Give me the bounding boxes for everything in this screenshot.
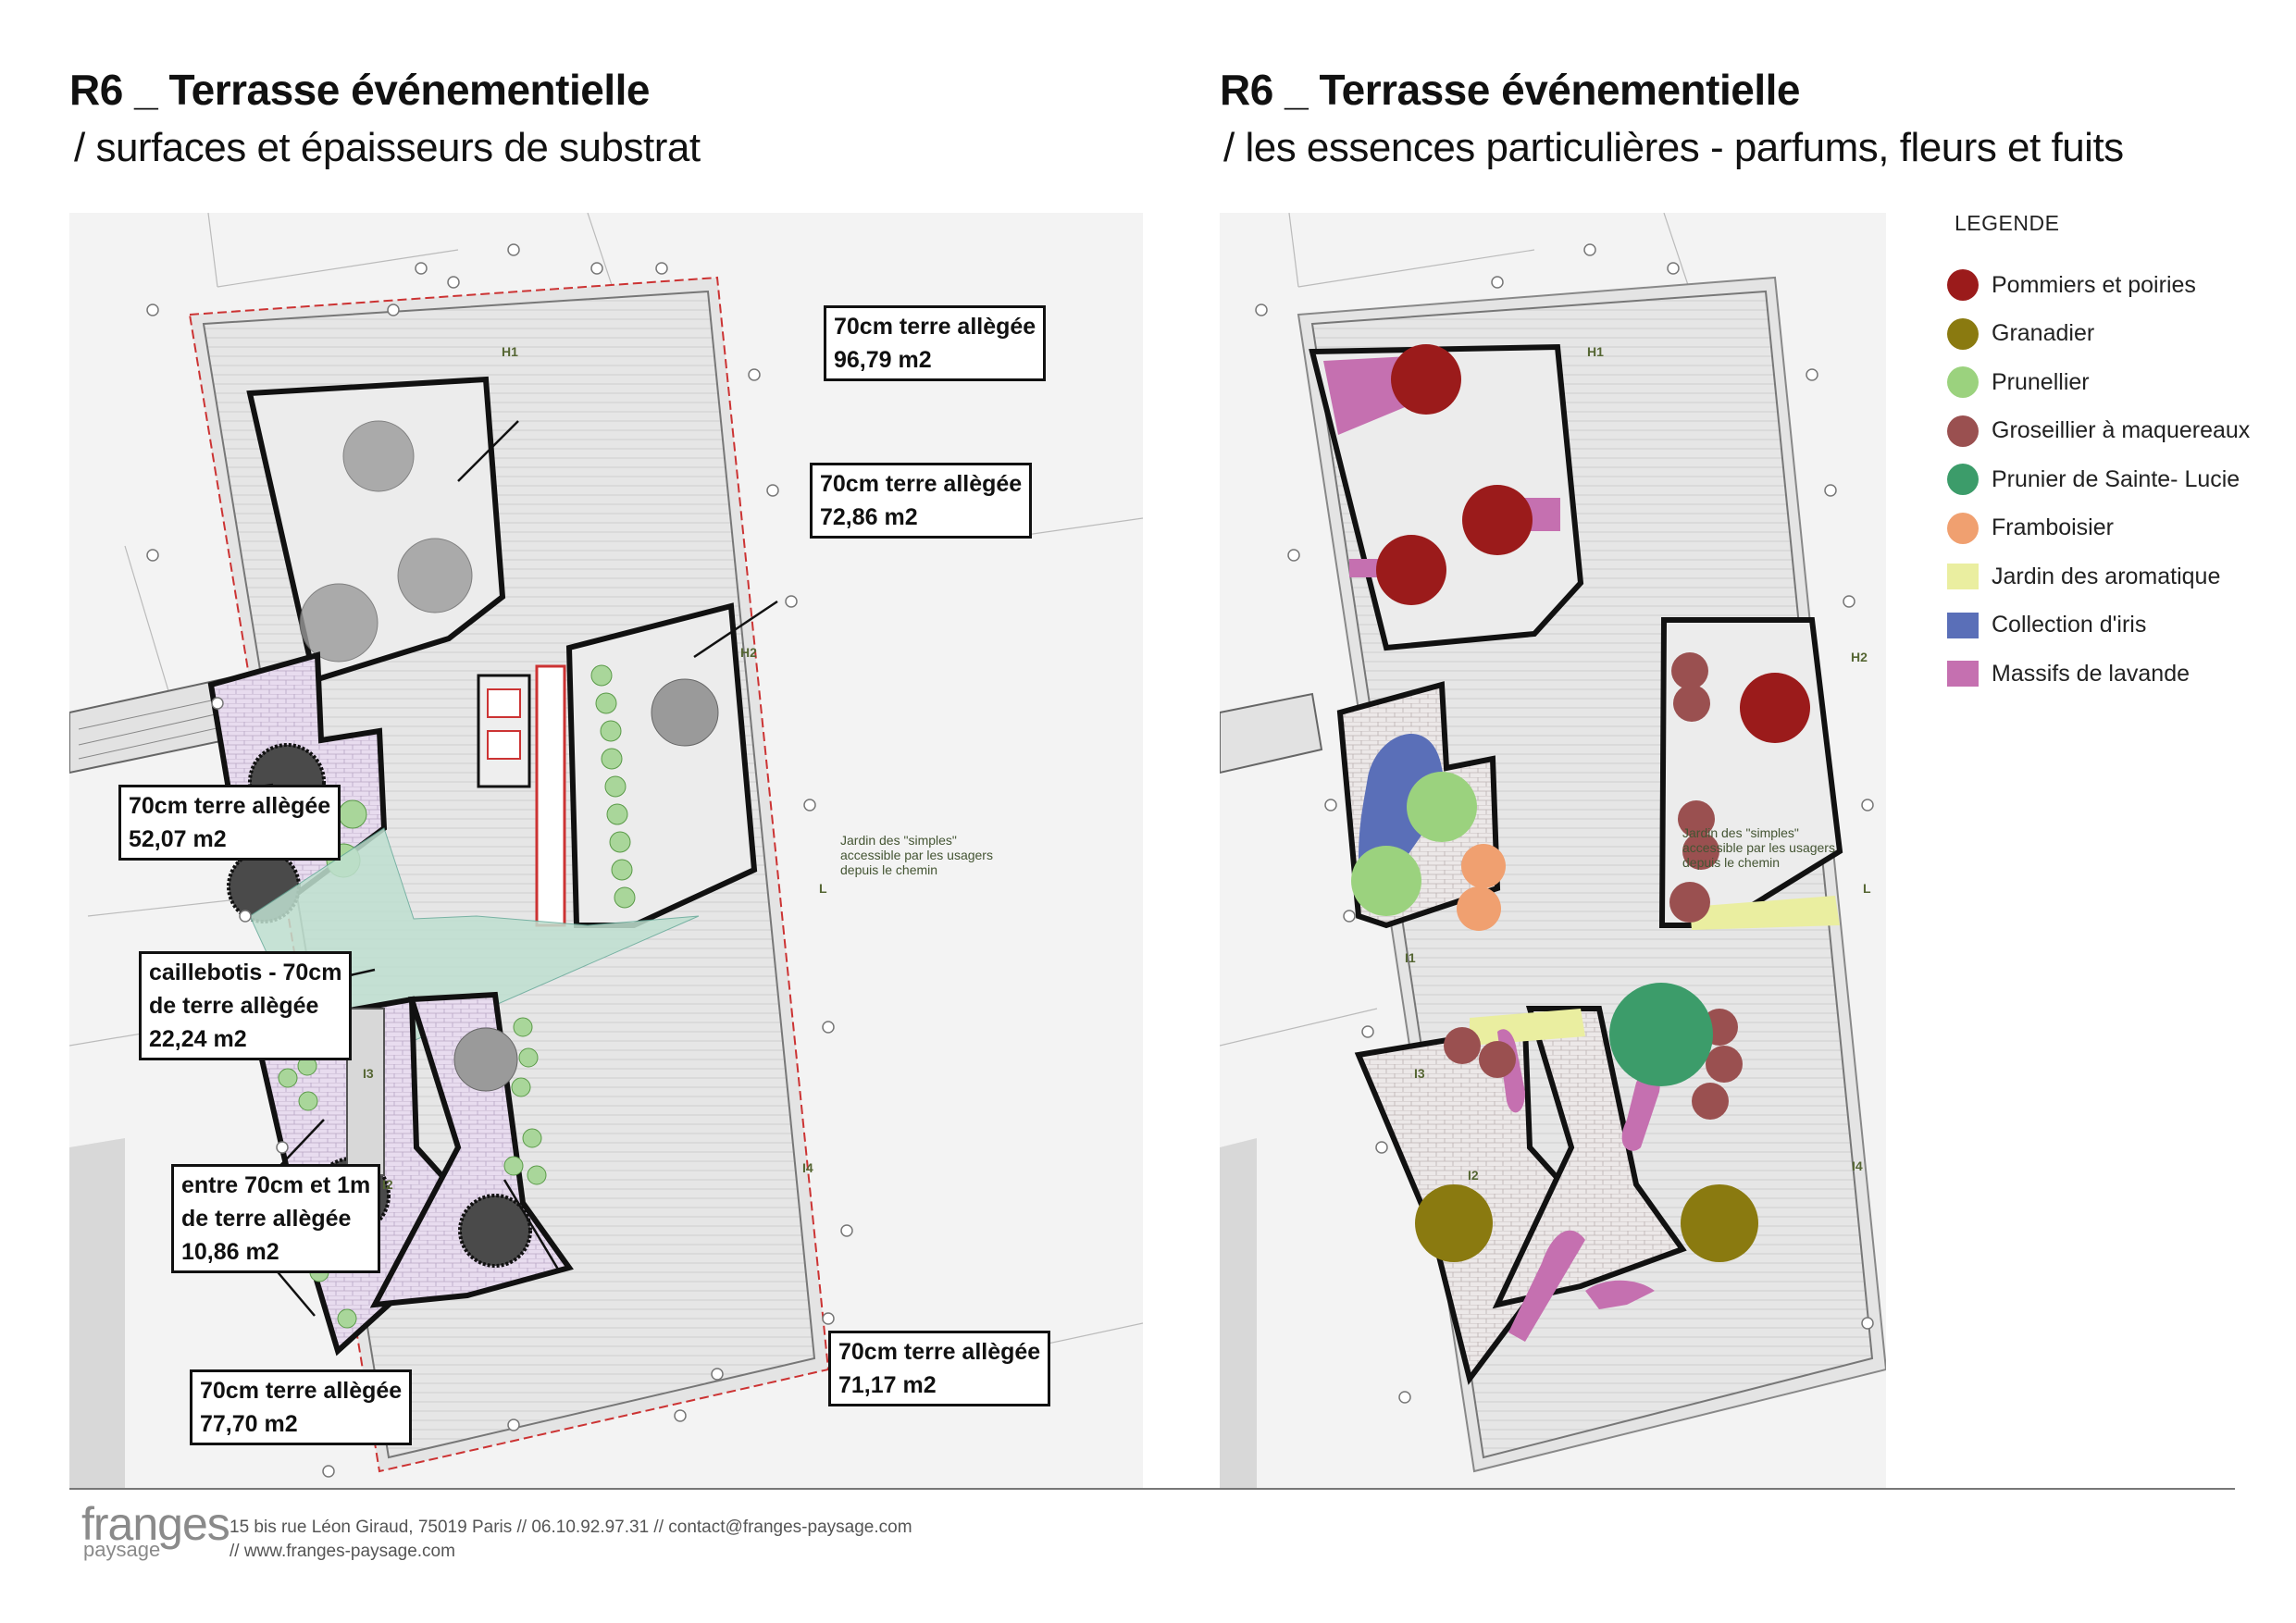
plan-label-i3: I3 [363,1066,374,1081]
legend-swatch [1947,612,1979,638]
plan-label-l: L [819,881,827,896]
legend-item: Prunier de Sainte- Lucie [1947,455,2250,504]
plan-label-l-right: L [1863,881,1871,896]
legend: Pommiers et poiries Granadier Prunellier… [1947,261,2250,699]
left-plan: H1 H2 L I3 I2 I4 Jardin des "simples" ac… [69,213,1143,1490]
legend-item: Collection d'iris [1947,601,2250,650]
plan-label-i2: I2 [382,1177,393,1192]
legend-swatch [1947,415,1979,447]
legend-swatch [1947,661,1979,688]
right-plan: H1 H2 I1 L I3 I2 I4 Jardin des "simples"… [1220,213,1886,1490]
legend-item: Granadier [1947,310,2250,359]
plan-label-h2: H2 [740,645,757,660]
legend-item: Massifs de lavande [1947,650,2250,699]
footer-address: 15 bis rue Léon Giraud, 75019 Paris // 0… [230,1518,912,1537]
legend-label: Framboisier [1992,514,2114,541]
legend-label: Prunier de Sainte- Lucie [1992,465,2240,492]
legend-item: Jardin des aromatique [1947,552,2250,601]
legend-item: Pommiers et poiries [1947,261,2250,310]
stair-block [477,664,566,927]
plan-label-h2-right: H2 [1851,650,1868,664]
legend-item: Framboisier [1947,504,2250,553]
legend-label: Massifs de lavande [1992,660,2191,687]
legend-swatch [1947,512,1979,544]
right-title: R6 _ Terrasse événementielle [1220,66,1800,114]
legend-swatch [1947,317,1979,350]
plan-label-i4: I4 [802,1160,813,1175]
plan-label-i3-right: I3 [1414,1066,1425,1081]
legend-label: Prunellier [1992,368,2090,395]
footer-website[interactable]: // www.franges-paysage.com [230,1542,455,1561]
franges-logo: franges [81,1498,230,1550]
right-subtitle: / les essences particulières - parfums, … [1223,125,2124,170]
legend-swatch [1947,269,1979,302]
legend-label: Groseillier à maquereaux [1992,417,2251,444]
right-plan-drawing: H1 H2 I1 L I3 I2 I4 [1220,213,1886,1490]
plan-label-h1-right: H1 [1587,344,1604,359]
legend-label: Jardin des aromatique [1992,563,2221,589]
legend-label: Collection d'iris [1992,612,2147,638]
bed-h2 [565,602,758,928]
grid-markers [146,243,853,1478]
left-title: R6 _ Terrasse événementielle [69,66,650,114]
legend-label: Granadier [1992,320,2095,347]
legend-swatch [1947,464,1979,496]
footer-rule [69,1488,2235,1490]
left-subtitle: / surfaces et épaisseurs de substrat [74,125,701,170]
legend-item: Groseillier à maquereaux [1947,407,2250,456]
adjacent-building [69,1138,125,1490]
plan-label-i1-right: I1 [1405,950,1416,965]
franges-logo-sub: paysage [83,1538,161,1561]
right-note: Jardin des "simples" accessible par les … [1682,825,1835,870]
plan-label-i4-right: I4 [1852,1158,1863,1173]
plan-label-h1: H1 [502,344,518,359]
legend-item: Prunellier [1947,358,2250,407]
legend-label: Pommiers et poiries [1992,271,2196,298]
left-note: Jardin des "simples" accessible par les … [840,833,993,877]
legend-title: LEGENDE [1955,211,2060,235]
plan-label-i2-right: I2 [1468,1168,1479,1183]
legend-swatch [1947,366,1979,399]
legend-swatch [1947,564,1979,590]
